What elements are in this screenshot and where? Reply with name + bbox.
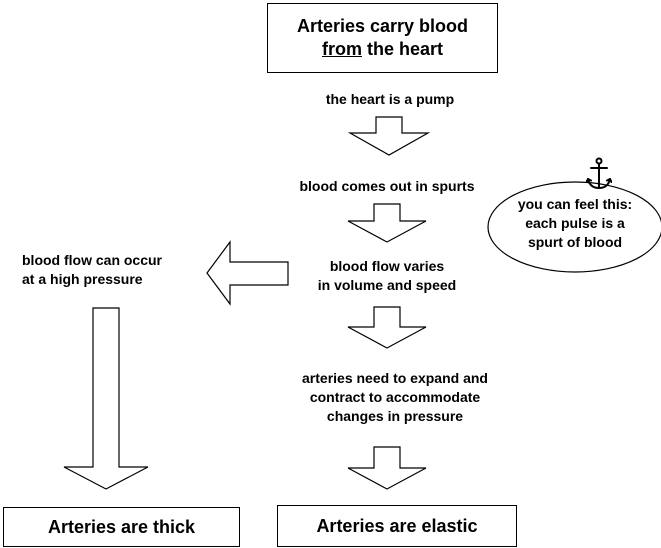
step-expand-line3: changes in pressure <box>326 408 464 424</box>
callout-line1: you can feel this: <box>517 196 633 212</box>
arrow-down-2 <box>347 203 427 243</box>
title-box: Arteries carry blood from the heart <box>267 3 498 73</box>
callout-line2: each pulse is a <box>525 215 625 231</box>
arrow-down-1 <box>347 116 431 156</box>
step-expand-line2: contract to accommodate <box>309 389 481 405</box>
step-varies-line2: in volume and speed <box>317 277 457 293</box>
side-pressure-line1: blood flow can occur <box>22 252 163 268</box>
step-spurts: blood comes out in spurts <box>299 178 475 194</box>
title-underlined-word: from <box>321 39 362 59</box>
conclusion-thick: Arteries are thick <box>3 507 240 547</box>
side-pressure: blood flow can occur at a high pressure <box>22 251 194 289</box>
arrow-down-3 <box>347 306 427 349</box>
step-pump: the heart is a pump <box>325 91 455 107</box>
arrow-down-long <box>63 307 149 490</box>
callout-ellipse <box>487 181 661 273</box>
arrow-left <box>206 240 289 306</box>
callout-line3: spurt of blood <box>527 234 623 250</box>
title-line2: from the heart <box>322 38 443 61</box>
anchor-icon <box>586 157 612 190</box>
arrow-down-4 <box>347 446 427 490</box>
step-varies-line1: blood flow varies <box>329 258 445 274</box>
step-expand: arteries need to expand and contract to … <box>280 369 510 426</box>
callout-text: you can feel this: each pulse is a spurt… <box>492 195 658 252</box>
title-line2-rest: the heart <box>361 39 444 59</box>
title-line1: Arteries carry blood <box>296 16 469 36</box>
conclusion-elastic: Arteries are elastic <box>277 505 517 547</box>
side-pressure-line2: at a high pressure <box>22 271 143 287</box>
step-expand-line1: arteries need to expand and <box>302 370 488 386</box>
step-varies: blood flow varies in volume and speed <box>290 257 484 295</box>
